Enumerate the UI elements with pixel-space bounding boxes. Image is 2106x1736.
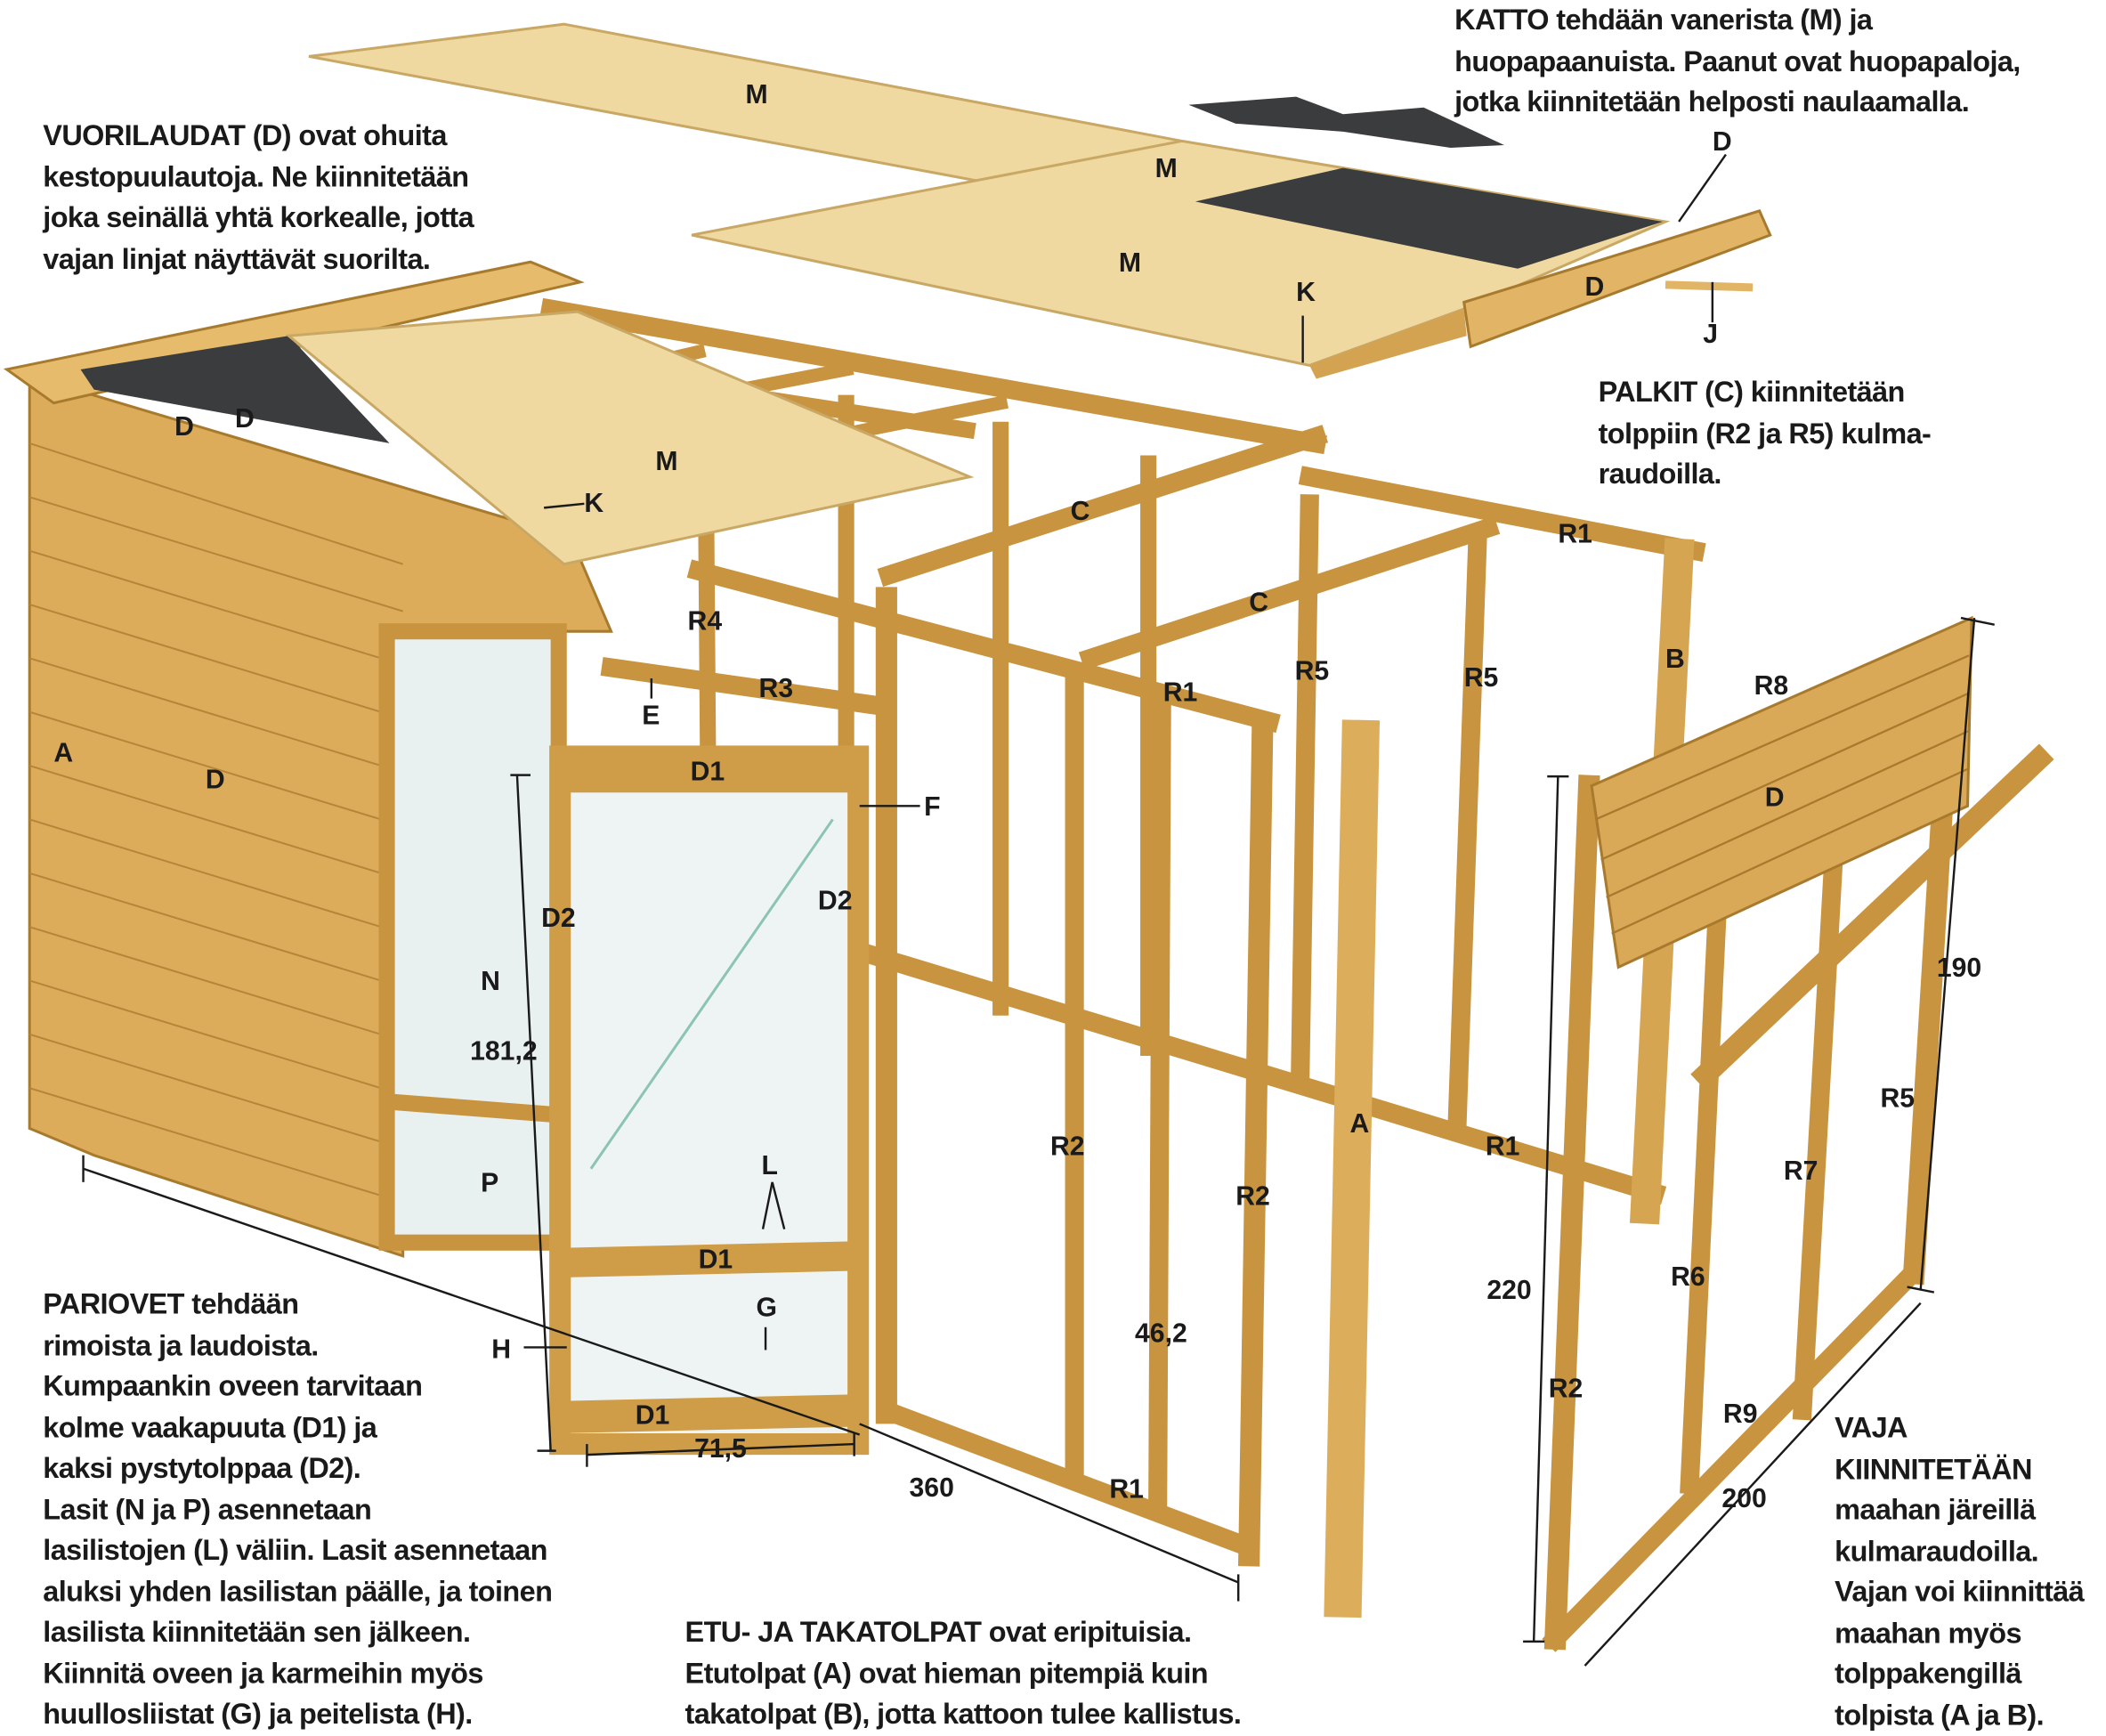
dimension-door-height: 181,2	[470, 1036, 538, 1067]
side-cladding-lines	[1595, 654, 1970, 935]
label-a: A	[1349, 1109, 1370, 1140]
label-m: M	[655, 447, 678, 477]
label-r6: R6	[1671, 1262, 1705, 1293]
glass-pane	[589, 818, 834, 1170]
roof-shingles	[1195, 167, 1664, 269]
caption-pariovet: PARIOVET tehdään rimoista ja laudoista. …	[43, 1288, 553, 1731]
label-d1: D1	[698, 1245, 733, 1275]
loose-beam-r8	[1690, 743, 2054, 1091]
left-roof-plywood-m	[285, 310, 975, 566]
caption-vaja: VAJA KIINNITETÄÄN maahan järeillä kulmar…	[1835, 1411, 2085, 1732]
label-g: G	[756, 1294, 777, 1324]
label-d2: D2	[541, 904, 576, 934]
dimension-front-height: 220	[1486, 1276, 1532, 1306]
dimension-lines	[82, 153, 1995, 1667]
label-r1: R1	[1485, 1132, 1520, 1163]
caption-katto: KATTO tehdään vanerista (M) ja huopapaan…	[1454, 4, 2021, 118]
label-r8: R8	[1754, 671, 1789, 702]
label-d: D	[1584, 272, 1605, 303]
door-frame	[549, 745, 870, 1456]
label-r5: R5	[1880, 1083, 1916, 1114]
label-e: E	[642, 701, 660, 731]
back-post-r5	[1290, 494, 1319, 1091]
back-top-r1	[1298, 466, 1706, 563]
dimension-depth: 200	[1721, 1484, 1767, 1514]
dimension-back-height: 190	[1936, 953, 1982, 984]
label-h: H	[491, 1334, 512, 1366]
label-r4: R4	[687, 607, 723, 637]
caption-vuorilaudat: VUORILAUDAT (D) ovat ohuita kestopuulaut…	[43, 119, 474, 275]
label-r7: R7	[1783, 1156, 1818, 1187]
beam-c	[1078, 515, 1501, 670]
label-r2: R2	[1548, 1374, 1584, 1404]
left-shingles	[80, 336, 390, 443]
label-r1: R1	[1109, 1474, 1144, 1505]
label-l: L	[761, 1151, 778, 1181]
dimension-stud-spacing: 46,2	[1135, 1318, 1187, 1349]
label-r5: R5	[1294, 656, 1330, 687]
label-r3: R3	[758, 674, 794, 704]
label-m: M	[1118, 248, 1142, 279]
side-cladding-d	[1590, 615, 1973, 969]
label-r1: R1	[1162, 677, 1198, 709]
label-c: C	[1249, 588, 1269, 619]
label-m: M	[745, 80, 768, 110]
caption-etu-takatolpat: ETU- JA TAKATOLPAT ovat eripituisia. Etu…	[684, 1616, 1242, 1731]
front-bottom-r1	[880, 1400, 1255, 1557]
label-p: P	[481, 1168, 499, 1198]
roof-edge	[1309, 309, 1467, 379]
label-k: K	[1296, 278, 1316, 308]
side-bottom-r9	[1542, 1262, 1924, 1652]
label-a: A	[53, 738, 74, 769]
label-d: D	[205, 766, 225, 796]
frame-beam-top	[539, 297, 1327, 455]
left-wall-boards	[28, 442, 403, 1204]
back-post-r5	[1447, 534, 1487, 1132]
fascia-d	[1462, 209, 1772, 349]
label-n: N	[481, 967, 500, 997]
label-r2: R2	[1235, 1181, 1270, 1213]
label-d2: D2	[817, 886, 853, 917]
loose-post-a	[1324, 719, 1381, 1618]
caption-palkit: PALKIT (C) kiinnitetään tolppiin (R2 ja …	[1598, 376, 1932, 491]
left-window-frame	[378, 623, 567, 1251]
loose-shingle-strip	[1188, 96, 1504, 148]
front-post-r2	[1238, 714, 1274, 1567]
label-j: J	[1703, 320, 1719, 350]
label-d: D	[174, 412, 194, 442]
label-d: D	[1764, 783, 1785, 813]
label-d: D	[235, 404, 255, 434]
front-r3	[600, 656, 887, 717]
label-r2: R2	[1049, 1132, 1085, 1163]
label-k: K	[584, 489, 604, 519]
front-stud	[1148, 689, 1171, 1514]
label-b: B	[1665, 645, 1685, 675]
label-d1: D1	[635, 1400, 670, 1431]
batten-j	[1665, 280, 1754, 292]
label-f: F	[924, 792, 941, 823]
dimension-length: 360	[909, 1473, 954, 1504]
label-d1: D1	[690, 758, 725, 788]
front-top-r1	[686, 559, 1281, 734]
side-stud-r6	[1680, 917, 1727, 1495]
side-stud-r7	[1792, 829, 1845, 1421]
label-r5: R5	[1463, 663, 1499, 694]
label-r9: R9	[1722, 1399, 1758, 1430]
label-d: D	[1712, 127, 1732, 158]
side-post-r2	[1543, 775, 1600, 1651]
label-m: M	[1154, 154, 1178, 184]
beam-c	[877, 425, 1329, 588]
label-c: C	[1070, 497, 1090, 527]
label-r1: R1	[1558, 519, 1592, 550]
dimension-door-width: 71,5	[694, 1434, 747, 1464]
